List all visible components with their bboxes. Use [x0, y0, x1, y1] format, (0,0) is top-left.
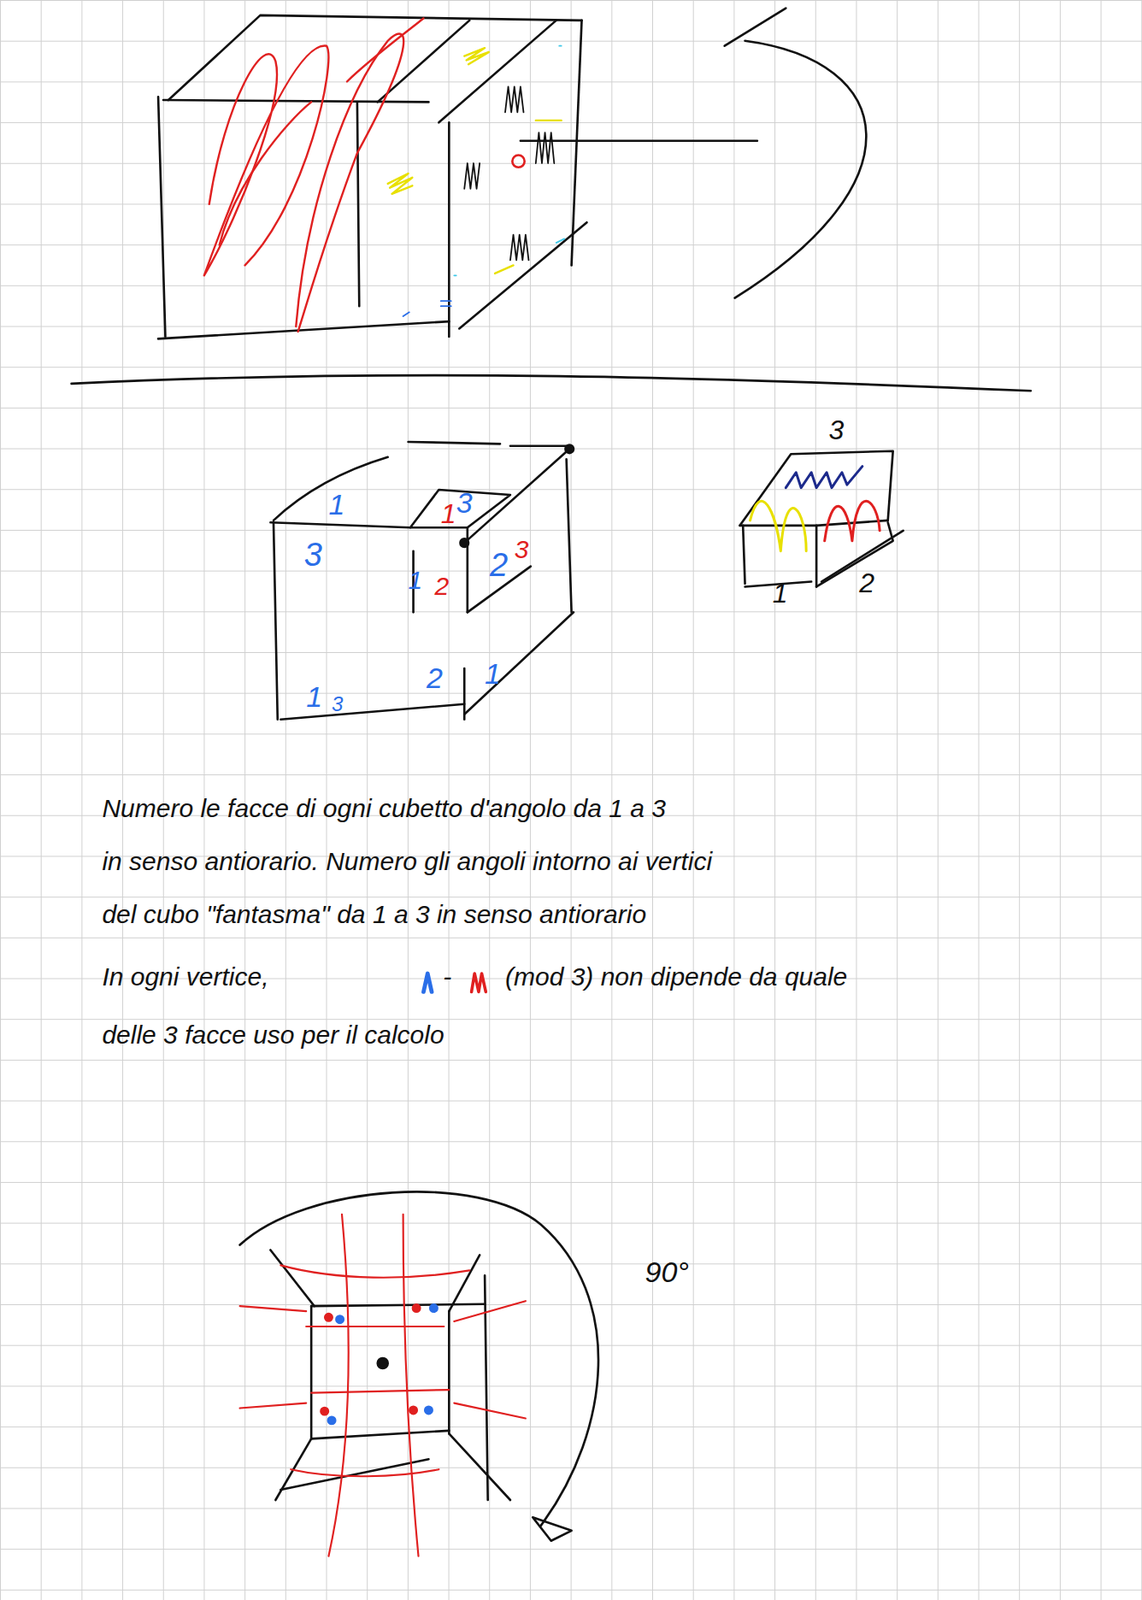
angle-label: 90°: [645, 1257, 689, 1287]
blue-mark: [423, 973, 432, 992]
face-number: 3: [514, 536, 530, 563]
face-number: 3: [456, 488, 473, 518]
note-text: delle 3 facce uso per il calcolo: [101, 1022, 444, 1048]
note-text: Numero le facce di ogni cubetto d'angolo…: [101, 795, 666, 822]
face-number: 2: [435, 573, 450, 600]
note-text: del cubo "fantasma" da 1 a 3 in senso an…: [101, 901, 647, 928]
red-mark: [471, 973, 487, 992]
cube-number: 3: [828, 416, 844, 444]
face-number: 3: [304, 538, 323, 571]
cube-number: 2: [859, 569, 875, 597]
face-number: 2: [426, 663, 443, 693]
note-text: In ogni vertice,: [101, 964, 269, 990]
cube-sketch: [740, 451, 904, 588]
cube-sketch: [71, 8, 1031, 392]
note-text: -: [442, 964, 452, 990]
cube-sketch: [270, 441, 574, 720]
face-number: 1: [484, 659, 501, 689]
face-number: 2: [489, 548, 508, 582]
note-text: in senso antiorario. Numero gli angoli i…: [101, 848, 713, 875]
face-number: 1: [328, 489, 345, 519]
cube-view-sketch: [240, 1191, 599, 1556]
face-number: 1: [408, 567, 424, 594]
note-text: (mod 3) non dipende da quale: [505, 964, 848, 990]
cube-number: 1: [772, 579, 789, 607]
face-number: 1: [306, 682, 323, 712]
face-number: 1: [441, 500, 457, 528]
face-number: 3: [331, 694, 343, 715]
